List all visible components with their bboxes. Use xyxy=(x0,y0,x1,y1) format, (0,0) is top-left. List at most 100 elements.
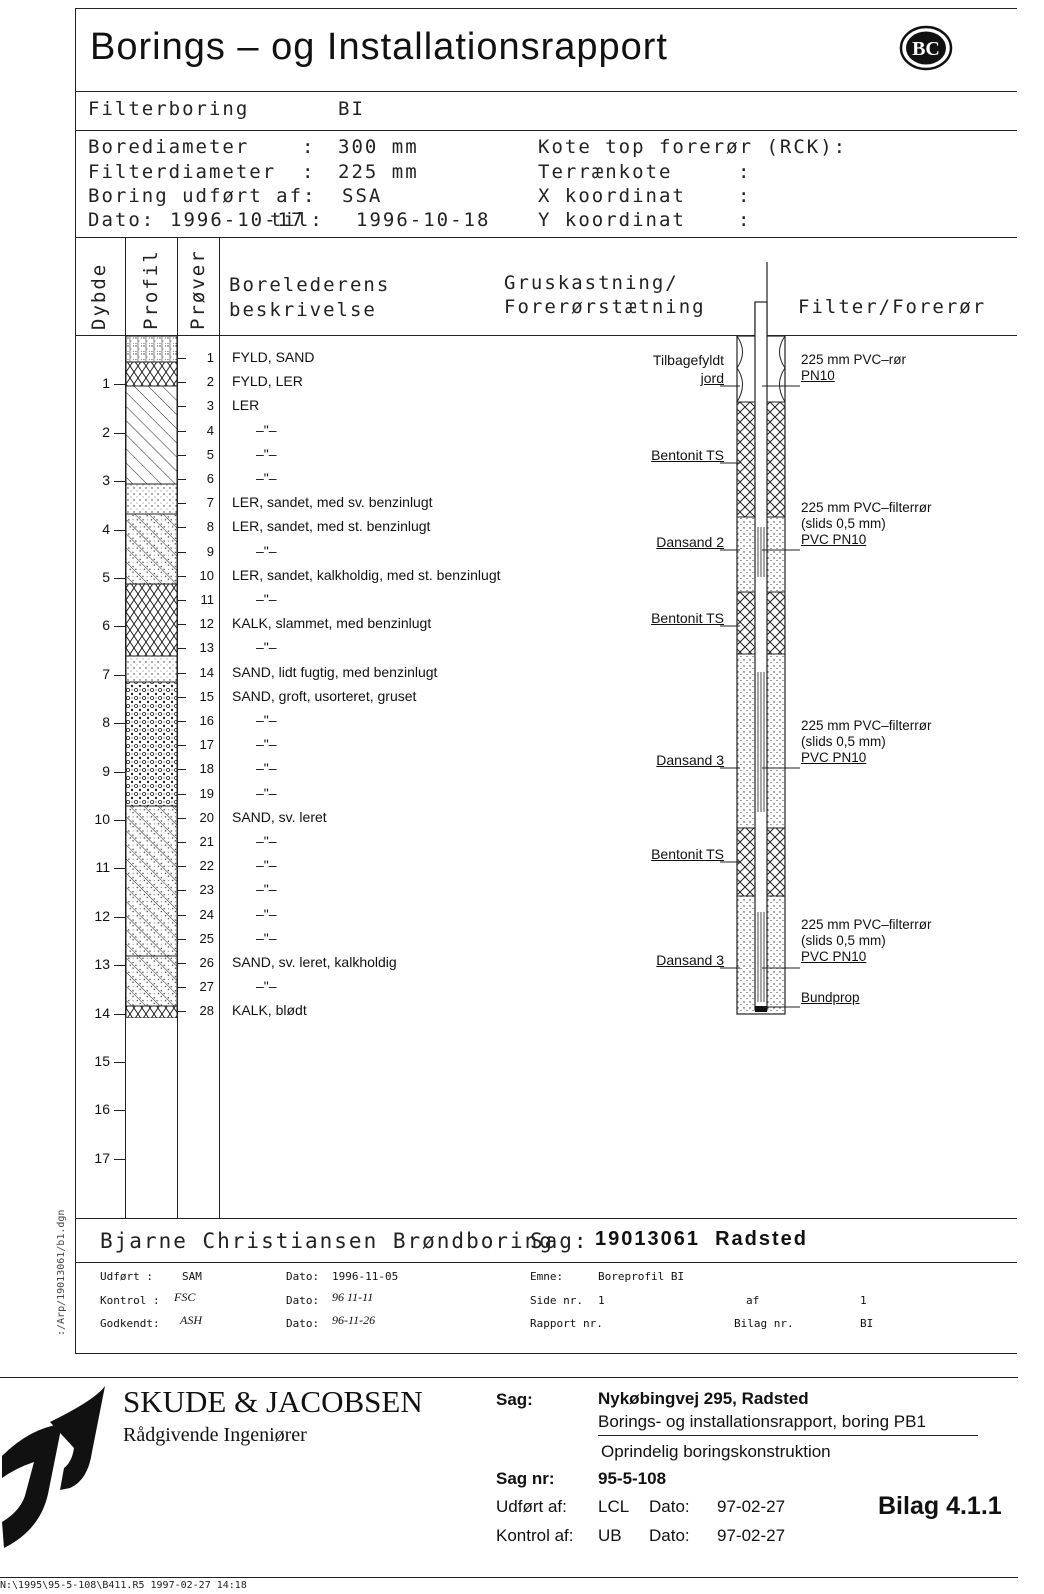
sample-tick xyxy=(177,648,186,650)
sample-tick xyxy=(177,963,186,964)
report-title: Borings – og Installationsrapport xyxy=(90,26,668,68)
footer-sag-line3: Oprindelig boringskonstruktion xyxy=(601,1442,831,1461)
depth-tick xyxy=(114,529,125,531)
sample-number: 23 xyxy=(199,882,214,898)
sj-logo xyxy=(2,1386,105,1548)
sample-description: –"– xyxy=(256,736,277,753)
sample-tick xyxy=(177,866,186,868)
soil-profile xyxy=(126,336,177,1018)
depth-tick xyxy=(114,868,125,870)
sample-description: LER xyxy=(232,397,260,414)
depth-label: 2 xyxy=(102,423,110,440)
sample-number: 8 xyxy=(206,519,214,535)
col-dybde: Dybde xyxy=(88,262,110,330)
depth-label: 15 xyxy=(94,1053,110,1069)
depth-tick xyxy=(114,674,125,676)
sample-number: 14 xyxy=(199,664,214,680)
sample-description: –"– xyxy=(256,760,277,777)
depth-tick xyxy=(114,965,125,967)
sample-tick xyxy=(177,890,186,892)
depth-label: 8 xyxy=(102,714,110,731)
sag-value: 19013061 Radsted xyxy=(595,1228,809,1250)
footer-sag-line1: Nykøbingvej 295, Radsted xyxy=(598,1389,809,1408)
leader-lines xyxy=(720,385,800,1008)
sample-number: 1 xyxy=(206,350,214,365)
bc-logo-text: BC xyxy=(912,38,940,60)
col-desc-line2: beskrivelse xyxy=(229,299,377,321)
depth-label: 6 xyxy=(102,617,110,634)
sample-number: 7 xyxy=(206,495,214,511)
meta-bilag-label: Bilag nr. xyxy=(734,1317,794,1330)
sample-number: 13 xyxy=(199,640,214,656)
col-filter: Filter/Forerør xyxy=(798,296,987,318)
sample-number: 15 xyxy=(199,688,214,704)
sample-number: 25 xyxy=(199,930,214,946)
meta-godkendt-label: Godkendt: xyxy=(100,1317,160,1330)
depth-label: 11 xyxy=(95,859,110,876)
sample-tick xyxy=(177,769,186,771)
gravel-label-5: Dansand 3 xyxy=(656,752,724,768)
footer-file-path: N:\1995\95-5-108\B411.R5 1997-02-27 14:1… xyxy=(0,1580,247,1591)
sample-number: 28 xyxy=(199,1003,214,1019)
depth-tick xyxy=(114,723,125,725)
depth-label: 16 xyxy=(94,1101,110,1118)
boring-type-label: Filterboring xyxy=(88,98,250,120)
filter-label-3-line2: (slids 0,5 mm) xyxy=(801,734,886,749)
field-terraen-sep: : xyxy=(738,161,752,183)
depth-label: 5 xyxy=(102,569,110,585)
filter-label-2-line3: PVC PN10 xyxy=(801,532,867,547)
meta-godkendt-signature: ASH xyxy=(180,1313,202,1327)
sample-description: –"– xyxy=(256,784,277,801)
field-x-sep: : xyxy=(738,185,752,207)
sample-description: –"– xyxy=(256,905,277,922)
footer-udfort-label: Udført af: xyxy=(496,1497,567,1516)
field-date-label: Dato: xyxy=(88,209,156,231)
field-udfort-label: Boring udført af: xyxy=(88,185,317,207)
footer-kontrol-label: Kontrol af: xyxy=(496,1526,574,1545)
sample-description: –"– xyxy=(256,881,277,898)
sag-label: Sag: xyxy=(530,1229,589,1253)
footer-dato2-value: 97-02-27 xyxy=(717,1526,786,1545)
filter-label-3-line3: PVC PN10 xyxy=(801,750,867,765)
field-date-from: 1996-10-17 xyxy=(170,209,305,231)
sample-tick xyxy=(177,1011,186,1013)
footer-sagnr-value: 95-5-108 xyxy=(598,1469,667,1488)
sample-description: SAND, sv. leret, kalkholdig xyxy=(232,954,397,970)
sample-number: 26 xyxy=(199,955,214,970)
field-y-label: Y koordinat xyxy=(538,209,686,231)
col-desc-line1: Borelederens xyxy=(229,274,391,296)
gravel-label-3: Dansand 2 xyxy=(656,534,724,550)
footer-bilag: Bilag 4.1.1 xyxy=(878,1492,1002,1520)
meta-dato2-value: 96 11-11 xyxy=(332,1290,374,1304)
field-y-sep: : xyxy=(738,209,752,231)
driller-company: Bjarne Christiansen Brøndboring xyxy=(100,1229,554,1253)
field-borediameter-label: Borediameter xyxy=(88,136,250,158)
depth-tick xyxy=(114,1013,125,1015)
field-x-label: X koordinat xyxy=(538,185,686,207)
meta-emne-label: Emne: xyxy=(530,1270,564,1283)
field-date-to: 1996-10-18 xyxy=(356,209,491,231)
gravel-label-4: Bentonit TS xyxy=(651,610,724,626)
sample-number: 12 xyxy=(199,616,214,632)
footer-dato1-label: Dato: xyxy=(649,1497,690,1516)
footer-kontrol-value: UB xyxy=(598,1526,622,1545)
footer-udfort-value: LCL xyxy=(598,1497,630,1516)
filter-label-5: Bundprop xyxy=(801,990,860,1005)
sample-description: –"– xyxy=(256,639,277,656)
filter-label-3-line1: 225 mm PVC–filterrør xyxy=(801,718,932,733)
sample-description: SAND, sv. leret xyxy=(232,808,327,825)
filter-label-4-line3: PVC PN10 xyxy=(801,949,867,964)
sample-tick xyxy=(177,938,186,940)
depth-tick xyxy=(114,384,125,386)
depth-label: 9 xyxy=(102,762,110,779)
sample-description: –"– xyxy=(256,833,277,849)
sample-tick xyxy=(177,454,186,456)
sample-description: KALK, slammet, med benzinlugt xyxy=(232,615,432,632)
sample-number: 2 xyxy=(206,374,214,390)
sample-tick xyxy=(177,358,186,359)
sample-description: –"– xyxy=(256,591,277,607)
footer-sag-label: Sag: xyxy=(496,1390,533,1409)
field-filterdiameter-sep: : xyxy=(302,161,316,183)
sample-description: –"– xyxy=(256,712,277,728)
meta-udfort-value: SAM xyxy=(182,1270,202,1283)
